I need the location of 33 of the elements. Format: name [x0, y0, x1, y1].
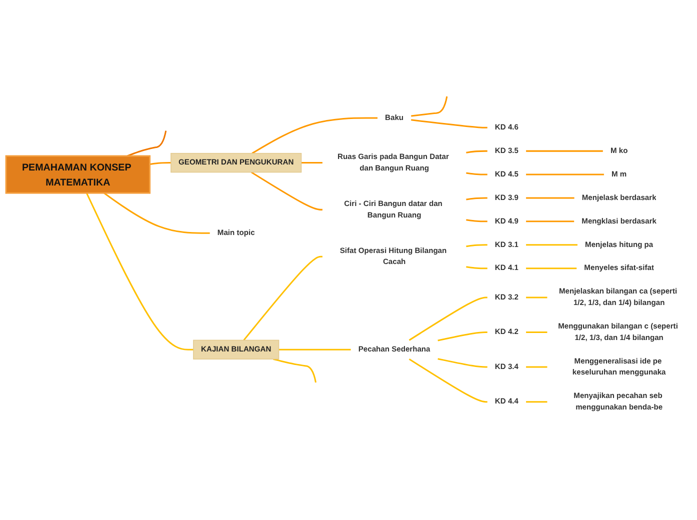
connector — [408, 358, 488, 403]
connector — [466, 219, 488, 222]
connector — [104, 192, 210, 234]
connector — [243, 256, 322, 341]
connector — [526, 268, 577, 270]
connector — [126, 130, 167, 157]
connector — [411, 119, 488, 128]
connector — [278, 348, 351, 350]
connector — [526, 331, 548, 333]
connector — [526, 244, 578, 246]
connector — [526, 401, 548, 403]
connector — [526, 220, 574, 222]
connector — [466, 197, 488, 200]
connector — [466, 150, 488, 154]
connector — [250, 172, 322, 210]
connector — [273, 358, 316, 383]
connector — [411, 96, 448, 117]
connector — [86, 192, 194, 350]
connector — [408, 296, 488, 341]
connector — [526, 197, 574, 199]
connector — [438, 331, 488, 342]
connector — [438, 358, 488, 368]
connector — [466, 266, 488, 270]
connector — [466, 244, 488, 248]
connector — [526, 174, 604, 176]
connector — [150, 162, 171, 166]
connector — [526, 296, 548, 298]
connector — [252, 117, 378, 154]
connector — [301, 162, 322, 164]
connector — [466, 172, 488, 176]
connector — [526, 150, 603, 152]
connector — [526, 366, 548, 368]
node-box: PEMAHAMAN KONSEP MATEMATIKA — [5, 155, 151, 194]
